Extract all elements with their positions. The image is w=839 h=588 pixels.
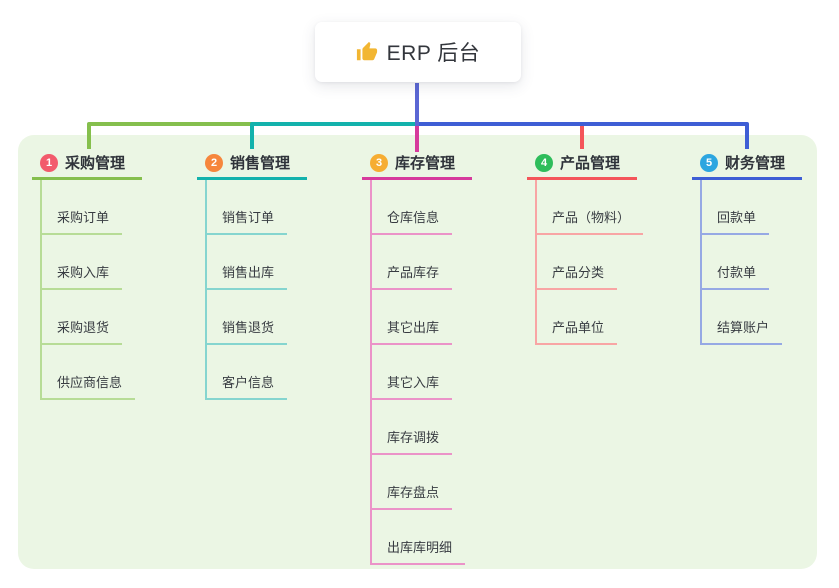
branch-children: 回款单 付款单 结算账户 [700,180,802,345]
child-node[interactable]: 采购入库 [42,262,123,290]
branch-sales: 2 销售管理 销售订单 销售出库 销售退货 客户信息 [197,148,307,400]
branch-finance: 5 财务管理 回款单 付款单 结算账户 [692,148,802,345]
child-row: 出库库明细 [372,510,472,565]
child-row: 销售订单 [207,180,307,235]
child-node[interactable]: 采购订单 [42,207,123,235]
child-node[interactable]: 客户信息 [207,372,288,400]
child-node[interactable]: 销售订单 [207,207,288,235]
branch-label: 采购管理 [65,155,126,172]
child-row: 产品分类 [537,235,637,290]
child-row: 产品（物料） [537,180,644,235]
child-node[interactable]: 付款单 [702,262,770,290]
child-node[interactable]: 产品单位 [537,317,618,345]
child-row: 销售退货 [207,290,307,345]
child-node[interactable]: 仓库信息 [372,207,453,235]
branch-purchase: 1 采购管理 采购订单 采购入库 采购退货 供应商信息 [32,148,142,400]
child-row: 结算账户 [702,290,802,345]
branch-label: 产品管理 [560,155,621,172]
branch-children: 采购订单 采购入库 采购退货 供应商信息 [40,180,142,400]
child-row: 其它入库 [372,345,472,400]
child-node[interactable]: 销售出库 [207,262,288,290]
branch-number-badge: 2 [205,153,223,172]
branch-number-badge: 5 [700,153,718,172]
child-node[interactable]: 其它入库 [372,372,453,400]
child-node[interactable]: 采购退货 [42,317,123,345]
child-node[interactable]: 回款单 [702,207,770,235]
child-node[interactable]: 库存盘点 [372,482,453,510]
child-node[interactable]: 其它出库 [372,317,453,345]
mindmap-panel [18,135,817,569]
child-row: 销售出库 [207,235,307,290]
child-row: 库存盘点 [372,455,472,510]
thumbs-up-icon [356,41,377,61]
child-row: 采购订单 [42,180,142,235]
branch-number-badge: 4 [535,153,553,172]
branch-title-purchase[interactable]: 1 采购管理 [32,148,142,180]
child-row: 其它出库 [372,290,472,345]
child-node[interactable]: 库存调拨 [372,427,453,455]
branch-children: 仓库信息 产品库存 其它出库 其它入库 库存调拨 库存盘点 出库库明细 [370,180,472,565]
branch-number-badge: 3 [370,153,388,172]
child-row: 回款单 [702,180,802,235]
child-node[interactable]: 产品分类 [537,262,618,290]
branch-label: 财务管理 [725,155,786,172]
branch-title-sales[interactable]: 2 销售管理 [197,148,307,180]
branch-title-product[interactable]: 4 产品管理 [527,148,637,180]
child-node[interactable]: 结算账户 [702,317,783,345]
child-row: 产品库存 [372,235,472,290]
child-row: 采购退货 [42,290,142,345]
child-node[interactable]: 供应商信息 [42,372,136,400]
child-node[interactable]: 产品（物料） [537,207,644,235]
child-row: 客户信息 [207,345,307,400]
branch-title-inventory[interactable]: 3 库存管理 [362,148,472,180]
branch-label: 库存管理 [395,155,456,172]
branch-product: 4 产品管理 产品（物料） 产品分类 产品单位 [527,148,644,345]
child-node[interactable]: 产品库存 [372,262,453,290]
child-node[interactable]: 出库库明细 [372,537,466,565]
child-row: 库存调拨 [372,400,472,455]
root-node[interactable]: ERP 后台 [315,22,521,82]
child-row: 采购入库 [42,235,142,290]
branch-children: 销售订单 销售出库 销售退货 客户信息 [205,180,307,400]
child-row: 供应商信息 [42,345,142,400]
child-node[interactable]: 销售退货 [207,317,288,345]
child-row: 付款单 [702,235,802,290]
branch-inventory: 3 库存管理 仓库信息 产品库存 其它出库 其它入库 库存调拨 库存盘点 出库库… [362,148,472,565]
branch-label: 销售管理 [230,155,291,172]
branch-children: 产品（物料） 产品分类 产品单位 [535,180,644,345]
child-row: 仓库信息 [372,180,472,235]
child-row: 产品单位 [537,290,637,345]
root-label: ERP 后台 [386,42,481,65]
branch-number-badge: 1 [40,153,58,172]
branch-title-finance[interactable]: 5 财务管理 [692,148,802,180]
